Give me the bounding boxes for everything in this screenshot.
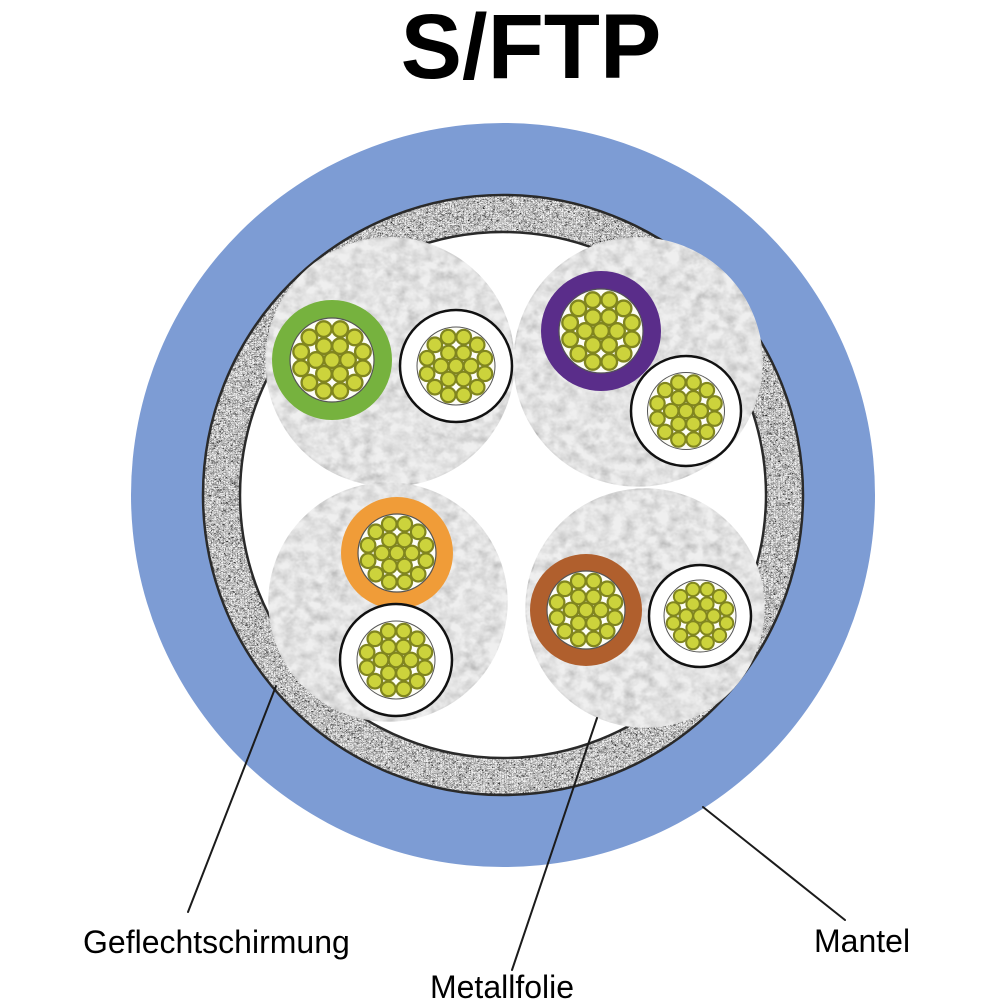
wire-brown (530, 554, 642, 666)
wire-violet (541, 271, 661, 391)
label-jacket: Mantel (814, 923, 910, 959)
braid-outer-outline (201, 193, 805, 797)
diagram-title: S/FTP (401, 0, 662, 98)
braid-shield-ring (203, 195, 803, 795)
label-metal-foil: Metallfolie (430, 969, 574, 1000)
wire-white-4 (647, 563, 753, 669)
wire-white-2 (629, 354, 743, 468)
pointer-line-jacket (702, 806, 846, 921)
label-braid-shield: Geflechtschirmung (83, 924, 350, 960)
wire-white-3 (338, 602, 454, 718)
pointer-line-foil (511, 717, 598, 971)
wire-white-1 (398, 308, 514, 424)
pointer-line-braid (187, 685, 277, 913)
wire-orange (341, 497, 453, 609)
braid-inner-outline (238, 230, 768, 760)
wire-green (272, 300, 392, 420)
